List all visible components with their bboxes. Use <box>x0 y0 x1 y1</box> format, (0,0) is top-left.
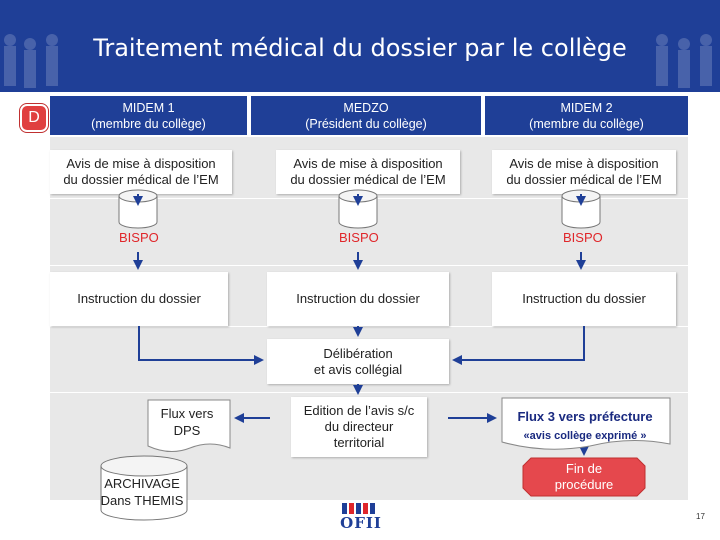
archivage-label: ARCHIVAGE Dans THEMIS <box>96 475 188 509</box>
archive-cylinder-icon <box>100 455 188 521</box>
label-line: ARCHIVAGE <box>104 476 180 491</box>
document-shape-icon <box>147 399 231 452</box>
document-shape-icon <box>501 397 671 450</box>
label-line: Flux vers <box>160 406 214 421</box>
column-name: MIDEM 1 <box>122 100 175 115</box>
box-line: territorial <box>333 435 385 450</box>
logo-text: OFII <box>340 514 382 532</box>
box-line: et avis collégial <box>313 361 403 377</box>
mise-a-disposition-box-midem1: Avis de mise à disposition du dossier mé… <box>50 150 232 194</box>
section-badge: D <box>20 104 48 132</box>
arrow <box>138 326 264 365</box>
end-octagon-shape <box>522 457 646 497</box>
fin-de-procedure-label: Fin de procédure <box>523 458 645 496</box>
box-line: Edition de l’avis s/c <box>303 403 415 418</box>
flux-dps-label: Flux vers DPS <box>145 405 229 439</box>
instruction-box-medzo: Instruction du dossier <box>267 272 449 326</box>
box-line: Avis de mise à disposition <box>66 156 216 171</box>
bispo-label: BISPO <box>119 230 159 245</box>
label-line: Dans THEMIS <box>100 493 184 508</box>
header-bar: Traitement médical du dossier par le col… <box>0 0 720 92</box>
database-cylinder-icon <box>561 189 601 229</box>
box-line: du directeur <box>324 419 394 434</box>
mise-a-disposition-box-medzo: Avis de mise à disposition du dossier mé… <box>276 150 460 194</box>
label-line: procédure <box>554 477 614 492</box>
page-number: 17 <box>696 512 705 521</box>
column-name: MIDEM 2 <box>560 100 613 115</box>
box-line: du dossier médical de l’EM <box>290 172 446 187</box>
column-role: (membre du collège) <box>529 116 644 131</box>
ofii-logo-figures-icon <box>342 503 375 514</box>
arrow <box>452 326 585 365</box>
column-header-medzo: MEDZO (Président du collège) <box>251 96 481 135</box>
column-header-midem1: MIDEM 1 (membre du collège) <box>50 96 247 135</box>
box-line: du dossier médical de l’EM <box>506 172 662 187</box>
deliberation-box: Délibération et avis collégial <box>267 339 449 384</box>
mise-a-disposition-box-midem2: Avis de mise à disposition du dossier mé… <box>492 150 676 194</box>
column-role: (Président du collège) <box>305 116 427 131</box>
column-header-midem2: MIDEM 2 (membre du collège) <box>485 96 688 135</box>
page-title: Traitement médical du dossier par le col… <box>93 34 627 62</box>
ofii-logo: OFII <box>336 500 386 536</box>
bispo-label: BISPO <box>339 230 379 245</box>
crowd-decoration-left <box>4 34 58 88</box>
box-line: Avis de mise à disposition <box>293 156 443 171</box>
edition-box: Edition de l’avis s/c du directeur terri… <box>291 397 427 457</box>
box-line: Délibération <box>323 345 393 361</box>
flux3-subtitle: «avis collège exprimé » <box>523 430 647 442</box>
box-line: Instruction du dossier <box>77 291 201 306</box>
box-line: Avis de mise à disposition <box>509 156 659 171</box>
flux3-title: Flux 3 vers préfecture <box>517 409 653 424</box>
instruction-box-midem1: Instruction du dossier <box>50 272 228 326</box>
box-line: Instruction du dossier <box>522 291 646 306</box>
label-line: Fin de <box>565 461 603 476</box>
column-name: MEDZO <box>343 100 389 115</box>
column-role: (membre du collège) <box>91 116 206 131</box>
box-line: du dossier médical de l’EM <box>63 172 219 187</box>
bispo-label: BISPO <box>563 230 603 245</box>
label-line: DPS <box>173 423 201 438</box>
crowd-decoration-right <box>656 34 712 88</box>
instruction-box-midem2: Instruction du dossier <box>492 272 676 326</box>
box-line: Instruction du dossier <box>296 291 420 306</box>
